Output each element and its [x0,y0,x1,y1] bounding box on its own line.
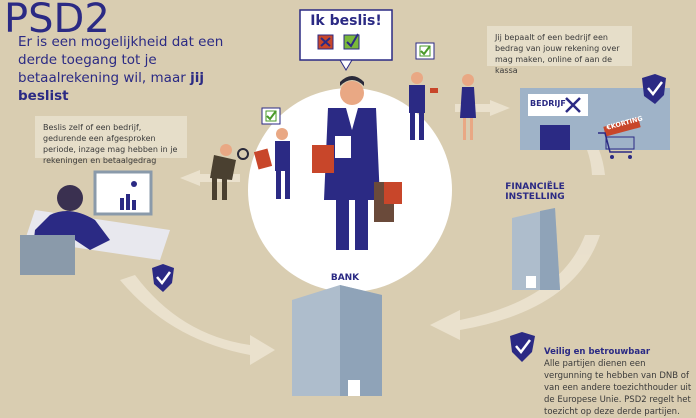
arrow-icon [540,90,605,175]
computer-user [20,170,170,275]
person-shopping [409,72,476,140]
page-subtitle: Er is een mogelijkheid dat een derde toe… [18,33,258,105]
arrow-icon [430,235,600,340]
subtitle-text: Er is een mogelijkheid dat een derde toe… [18,34,224,86]
safety-text: Alle partijen dienen een vergunning te h… [544,359,692,417]
checkbox-check-icon [261,42,435,125]
speech-bubble-text: Ik beslis! [310,13,382,29]
arrow-icon [120,275,275,365]
label-financial-line2: INSTELLING [505,192,565,202]
label-bedrijf: BEDRIJF [530,99,566,108]
shield-check-icon [510,332,535,362]
shopping-cart-icon [598,132,635,159]
label-financial-line1: FINANCIËLE [505,182,565,192]
safety-heading: Veilig en betrouwbaar [544,347,651,357]
note-payment: Jij bepaalt of een bedrijf een bedrag va… [487,26,632,75]
infographic-illustration [20,9,670,396]
shield-check-icon [642,74,666,104]
person-main [312,76,402,250]
subtitle-emphasis: jij beslist [18,70,204,104]
speech-bubble [299,9,393,71]
label-bank: BANK [330,273,360,283]
shop [520,88,670,159]
magnifier-icon [237,148,249,160]
shield-check-icon [152,264,174,292]
financial-institution-building [512,208,560,290]
bank-building [292,285,382,396]
note-access: Beslis zelf of een bedrijf, gedurende ee… [35,116,187,165]
page-title: PSD2 [4,0,110,42]
person-inspecting [210,128,290,200]
